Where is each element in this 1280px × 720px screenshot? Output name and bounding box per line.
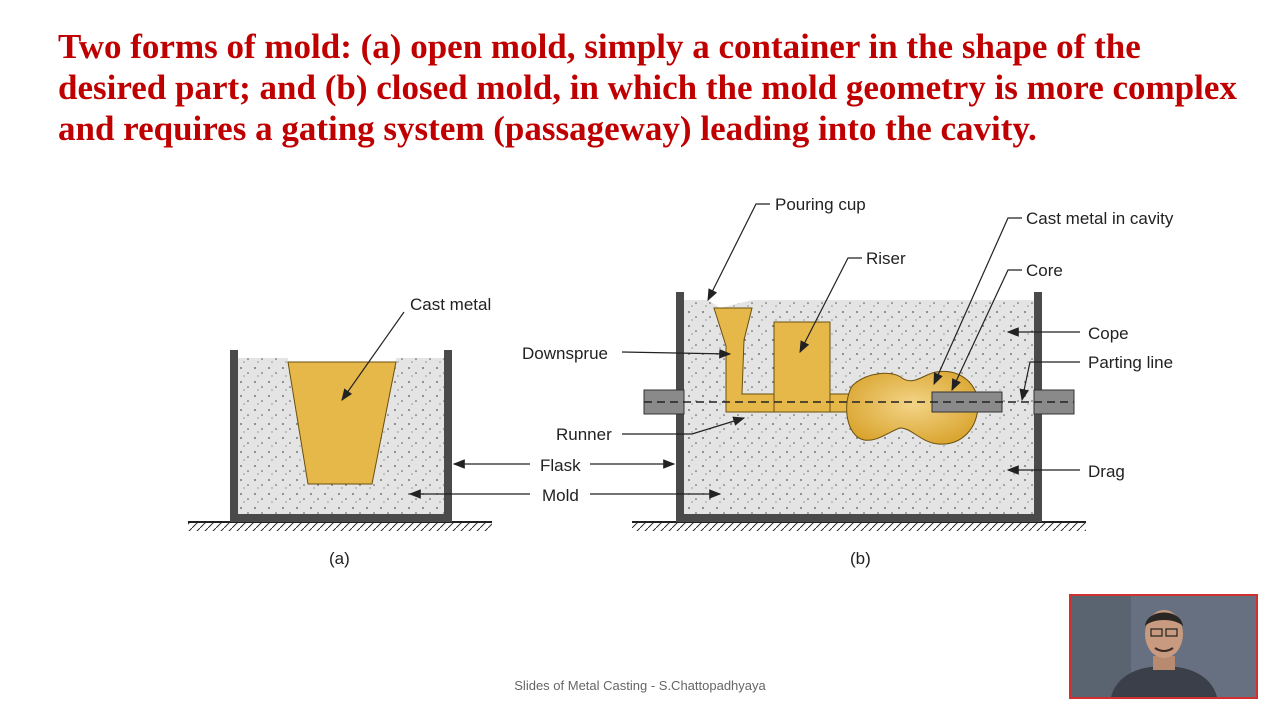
downsprue-arrow <box>621 349 732 359</box>
presenter-video-thumbnail <box>1069 594 1258 699</box>
core <box>931 391 1003 413</box>
riser <box>773 321 831 413</box>
cavity-metal <box>846 370 979 445</box>
label-mold: Mold <box>542 486 579 505</box>
caption-a: (a) <box>329 549 350 568</box>
ground-hatch-b <box>632 522 1086 531</box>
open-mold-diagram: Cast metal (a) <box>188 295 530 568</box>
presenter-icon <box>1071 596 1256 697</box>
pouring-cup-leader <box>707 203 770 302</box>
cast-metal-a <box>287 361 397 485</box>
runner-leader <box>622 416 746 435</box>
closed-mold-diagram: Pouring cup Riser Cast metal in cavity C… <box>522 195 1174 568</box>
slide-footer: Slides of Metal Casting - S.Chattopadhya… <box>514 678 766 693</box>
label-cast-metal-in-cavity: Cast metal in cavity <box>1026 209 1174 228</box>
label-drag: Drag <box>1088 462 1125 481</box>
cavity-leader <box>933 217 1022 386</box>
ground-hatch-a <box>188 522 492 531</box>
label-cast-metal: Cast metal <box>410 295 491 314</box>
label-core: Core <box>1026 261 1063 280</box>
label-downsprue: Downsprue <box>522 344 608 363</box>
label-riser: Riser <box>866 249 906 268</box>
parting-line-leader <box>1019 361 1080 402</box>
caption-b: (b) <box>850 549 871 568</box>
label-parting-line: Parting line <box>1088 353 1173 372</box>
label-flask: Flask <box>540 456 581 475</box>
label-pouring-cup: Pouring cup <box>775 195 866 214</box>
label-runner: Runner <box>556 425 612 444</box>
cast-metal-leader <box>341 311 405 401</box>
mold-sand-a <box>238 358 444 514</box>
slide-heading: Two forms of mold: (a) open mold, simply… <box>58 27 1237 148</box>
riser-leader <box>799 257 862 354</box>
core-leader <box>951 269 1022 392</box>
label-cope: Cope <box>1088 324 1129 343</box>
